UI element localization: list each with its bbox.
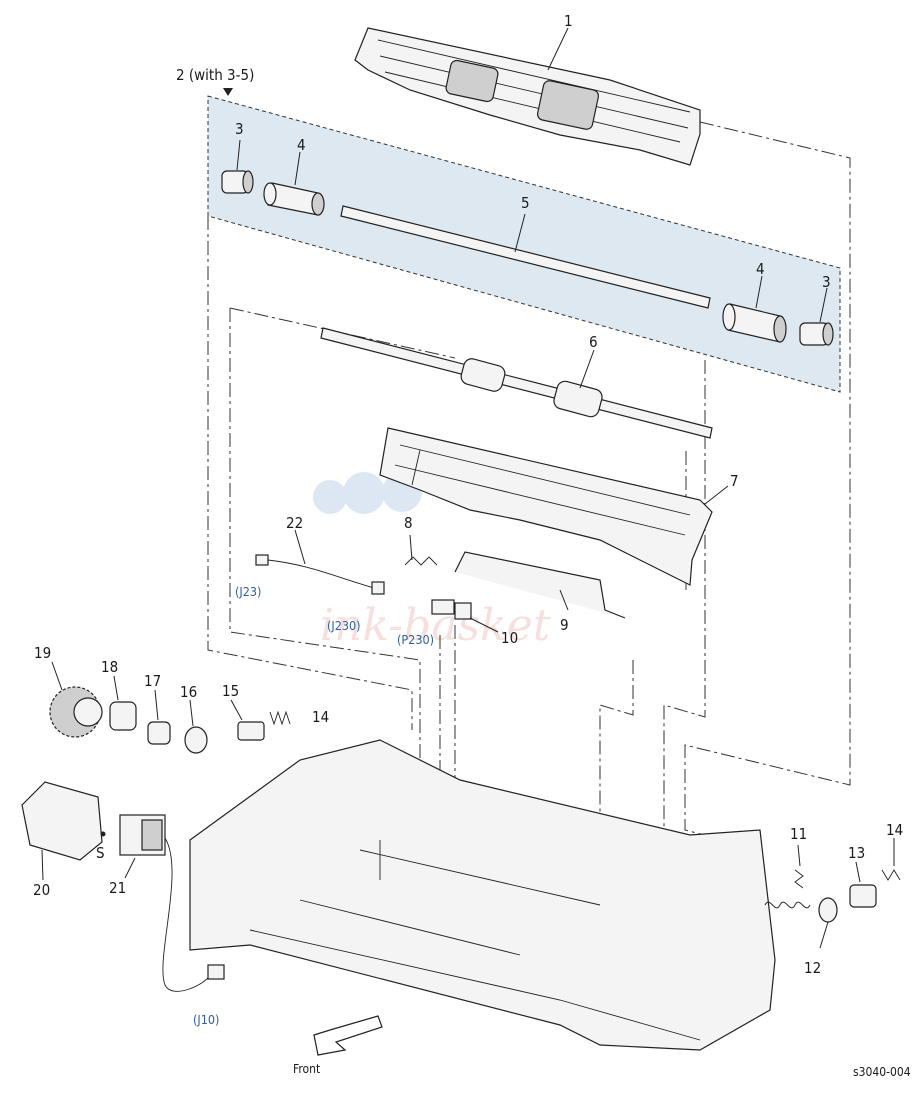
- callout-4-left: 4: [297, 136, 306, 154]
- callout-labels: 1 3 4 5 4 3 6 7 8 22 9 10 19 18 17 16 15…: [33, 12, 903, 977]
- part-3-left-collar: [221, 139, 254, 194]
- callout-18: 18: [101, 658, 118, 676]
- part-16-clutch: [184, 699, 208, 754]
- part-19-gear: [49, 661, 103, 738]
- callout-6: 6: [589, 333, 598, 351]
- callout-10: 10: [501, 629, 518, 647]
- callout-22: 22: [286, 514, 303, 532]
- part-4-right-roller: [722, 275, 787, 343]
- callout-17: 17: [144, 672, 161, 690]
- part-1-top-guide: [354, 27, 701, 166]
- kit-2-panel: [207, 95, 841, 393]
- part-22-harness: [255, 529, 385, 595]
- connector-j23: (J23): [235, 584, 261, 599]
- callout-19: 19: [34, 644, 51, 662]
- connector-j10: (J10): [193, 1012, 219, 1027]
- callout-11: 11: [790, 825, 807, 843]
- footer-code: s3040-004: [853, 1065, 911, 1079]
- callout-3-left: 3: [235, 120, 244, 138]
- part-4-left-roller: [263, 151, 325, 216]
- callout-12: 12: [804, 959, 821, 977]
- kit-label: 2 (with 3-5): [176, 66, 254, 84]
- part-15-holder: [230, 699, 265, 741]
- callout-4-right: 4: [756, 260, 765, 278]
- callout-s: S: [96, 844, 105, 862]
- part-14-spring-left: [269, 710, 291, 726]
- callout-14-right: 14: [886, 821, 903, 839]
- callout-13: 13: [848, 844, 865, 862]
- callout-1: 1: [564, 12, 573, 30]
- base-frame: [189, 739, 776, 1051]
- callout-16: 16: [180, 683, 197, 701]
- part-20-cover: [21, 781, 103, 881]
- callout-20: 20: [33, 881, 50, 899]
- part-17-bushing: [147, 689, 171, 745]
- front-label: Front: [293, 1062, 320, 1076]
- part-8-spring: [404, 534, 438, 566]
- part-3-right-collar: [799, 287, 834, 346]
- part-11-spring: [794, 844, 804, 889]
- part-10-sensor: [431, 599, 499, 633]
- callout-8: 8: [404, 514, 413, 532]
- part-7-chute: [379, 427, 729, 586]
- connector-p230: (P230): [397, 632, 434, 647]
- kit-pointer-icon: [223, 88, 233, 96]
- callout-15: 15: [222, 682, 239, 700]
- part-9-actuator: [454, 551, 626, 619]
- callout-21: 21: [109, 879, 126, 897]
- connector-j230: (J230): [327, 618, 361, 633]
- part-21-solenoid: [100, 814, 225, 992]
- part-5-shaft: [340, 205, 711, 309]
- connector-labels: (J23) (J230) (P230) (J10): [193, 584, 434, 1027]
- callout-14-left: 14: [312, 708, 329, 726]
- part-13-holder: [849, 861, 877, 908]
- callout-9: 9: [560, 616, 569, 634]
- part-14-spring-right: [881, 838, 901, 881]
- part-18-bearing: [109, 675, 137, 731]
- callout-7: 7: [730, 472, 739, 490]
- part-6-roller-shaft: [320, 327, 713, 439]
- front-arrow: [313, 1015, 383, 1056]
- callout-5: 5: [521, 194, 530, 212]
- callout-3-right: 3: [822, 273, 831, 291]
- part-12-coil-spring: [764, 897, 838, 949]
